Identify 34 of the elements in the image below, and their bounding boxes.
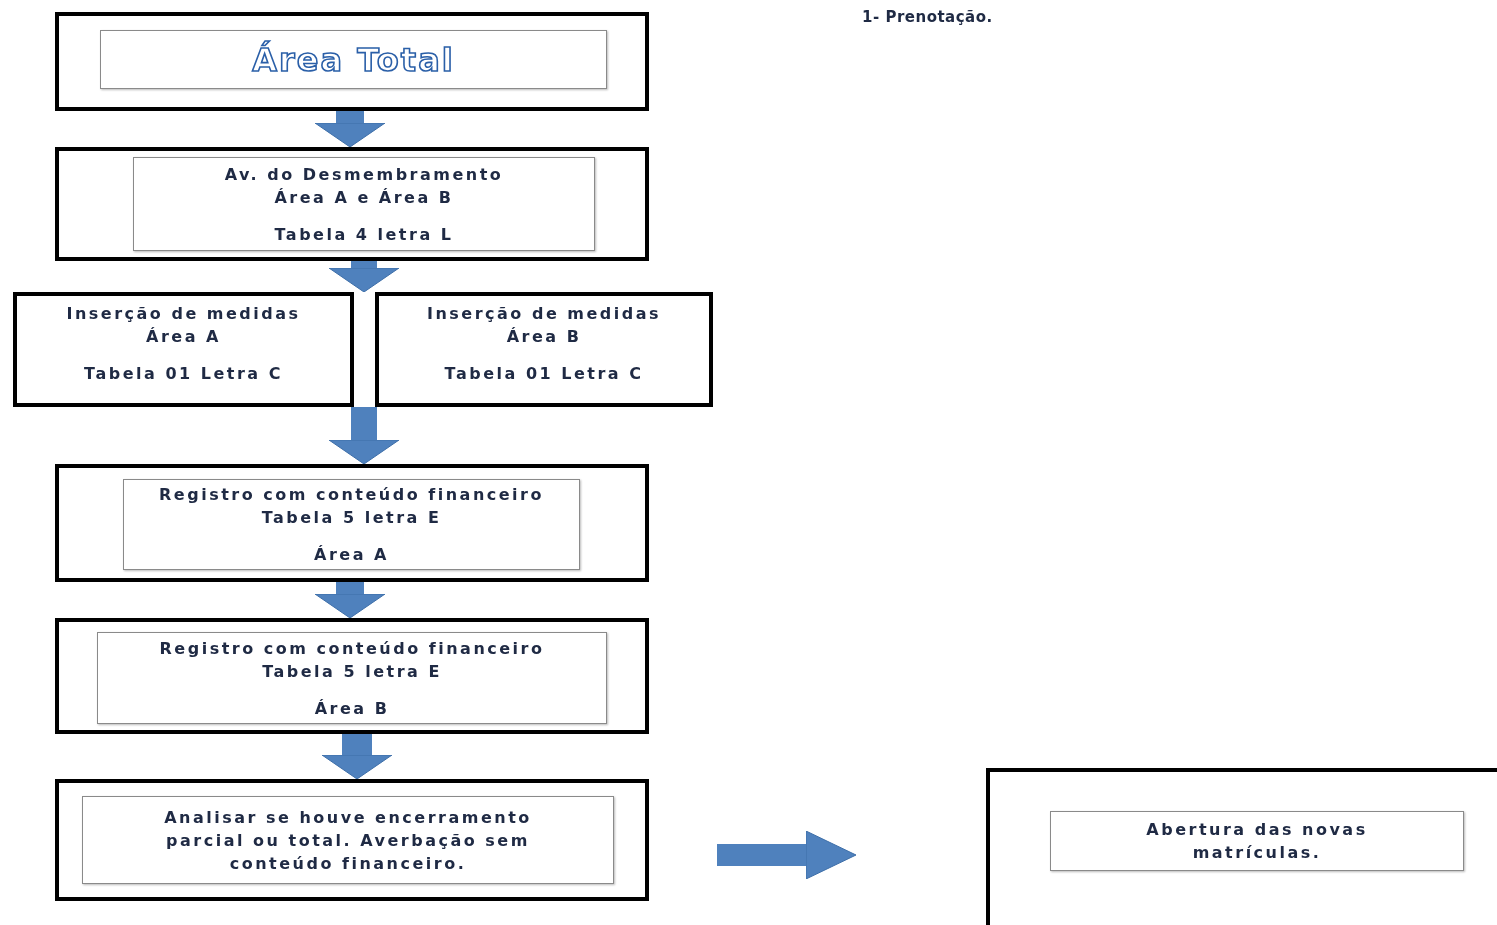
step-text: Área A	[314, 544, 389, 566]
text-box	[133, 157, 595, 251]
block-arrow	[328, 407, 400, 465]
note-text: 1- Prenotação.	[862, 8, 993, 26]
block-arrow	[328, 261, 400, 293]
step-text: Tabela 4 letra L	[274, 223, 454, 246]
step-text: Analisar se houve encerramento parcial ou total. Averbação sem conteúdo financeiro.	[163, 806, 533, 875]
step-text: Registro com conteúdo financeiro Tabela 5 letra E	[158, 637, 546, 683]
block-arrow	[717, 830, 857, 880]
text-box	[82, 796, 614, 884]
process-box	[55, 147, 649, 261]
step-text: Registro com conteúdo financeiro Tabela 5 letra E	[159, 484, 544, 529]
process-box	[13, 292, 354, 407]
step-text: Inserção de medidas Área B	[425, 303, 663, 348]
text-box	[100, 30, 607, 89]
step-text: Tabela 01 Letra C	[444, 363, 644, 385]
block-arrow	[314, 582, 386, 619]
text-box	[1050, 811, 1464, 871]
block-arrow	[314, 111, 386, 148]
step-text: Área B	[314, 697, 390, 720]
title-text: Área Total	[252, 39, 455, 80]
process-box	[55, 464, 649, 582]
step-text: Av. do Desmembramento Área A e Área B	[223, 163, 505, 209]
text-box	[123, 479, 580, 570]
text-box	[97, 632, 607, 724]
process-box	[55, 12, 649, 111]
step-text: Inserção de medidas Área A	[65, 303, 302, 348]
process-box	[375, 292, 713, 407]
process-box	[986, 768, 1497, 925]
process-box	[55, 618, 649, 734]
process-box	[55, 779, 649, 901]
block-arrow	[321, 734, 393, 780]
step-text: Tabela 01 Letra C	[84, 363, 283, 385]
step-text: Abertura das novas matrículas.	[1145, 819, 1369, 864]
